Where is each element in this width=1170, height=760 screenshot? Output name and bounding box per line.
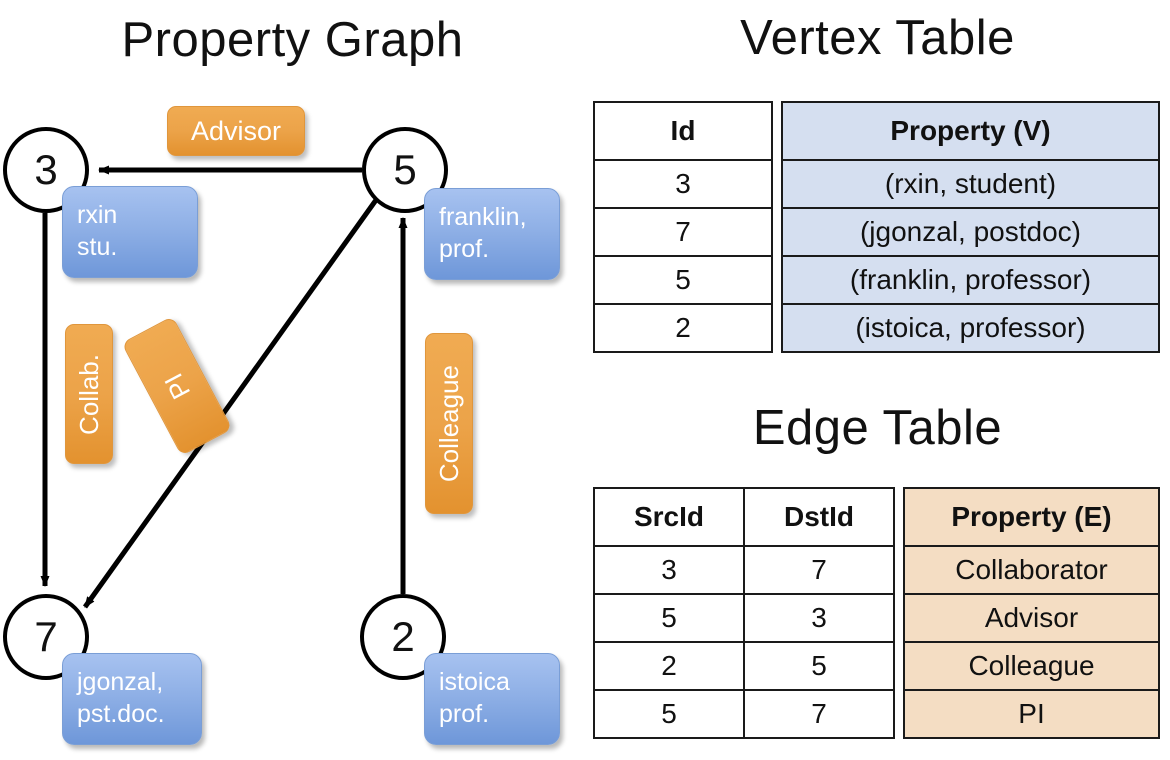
- node-7-property-line-1: jgonzal,: [77, 668, 164, 696]
- vertex-row-1-id: 7: [593, 207, 773, 257]
- edge-row-3-property: PI: [903, 689, 1160, 739]
- node-5-property-box: franklin, prof.: [424, 188, 560, 280]
- edge-label-advisor-text: Advisor: [190, 115, 282, 146]
- edge-row-1-dst: 3: [743, 593, 895, 643]
- vertex-row-3-property: (istoica, professor): [781, 303, 1160, 353]
- vertex-table: Id Property (V) 3 (rxin, student) 7 (jgo…: [593, 101, 1160, 353]
- vertex-table-column-gap: [772, 208, 782, 256]
- edge-label-colleague-text: Colleague: [433, 364, 464, 483]
- edge-table-header-srcid: SrcId: [593, 487, 745, 547]
- edge-table-column-gap: [894, 690, 904, 738]
- edge-table-header-row: SrcId DstId Property (E): [593, 487, 1160, 547]
- edge-table-column-gap: [894, 594, 904, 642]
- table-row: 7 (jgonzal, postdoc): [593, 207, 1160, 257]
- node-5-property-line-2: prof.: [439, 235, 490, 263]
- edge-table-column-gap: [894, 488, 904, 546]
- table-row: 5 (franklin, professor): [593, 255, 1160, 305]
- property-graph-title: Property Graph: [121, 13, 464, 67]
- edge-table-header-dstid: DstId: [743, 487, 895, 547]
- vertex-table-header-row: Id Property (V): [593, 101, 1160, 161]
- vertex-table-column-gap: [772, 304, 782, 352]
- graph-node-7-id: 7: [34, 613, 58, 660]
- vertex-row-0-id: 3: [593, 159, 773, 209]
- node-7-property-line-2: pst.doc.: [77, 700, 165, 728]
- node-3-property-box: rxin stu.: [62, 186, 198, 278]
- vertex-table-column-gap: [772, 102, 782, 160]
- vertex-table-header-id: Id: [593, 101, 773, 161]
- edge-table-header-property: Property (E): [903, 487, 1160, 547]
- edge-row-0-dst: 7: [743, 545, 895, 595]
- table-row: 5 3 Advisor: [593, 593, 1160, 643]
- edge-row-2-dst: 5: [743, 641, 895, 691]
- graph-node-5[interactable]: 5: [362, 127, 448, 213]
- edge-table: SrcId DstId Property (E) 3 7 Collaborato…: [593, 487, 1160, 739]
- vertex-table-header-property: Property (V): [781, 101, 1160, 161]
- edge-row-1-src: 5: [593, 593, 745, 643]
- edge-table-title: Edge Table: [752, 401, 1003, 455]
- vertex-table-column-gap: [772, 160, 782, 208]
- graph-node-2-id: 2: [391, 613, 415, 660]
- graph-node-2[interactable]: 2: [360, 594, 446, 680]
- edge-row-3-src: 5: [593, 689, 745, 739]
- table-row: 5 7 PI: [593, 689, 1160, 739]
- edge-5-to-7-pi: [82, 198, 379, 609]
- edge-row-3-dst: 7: [743, 689, 895, 739]
- table-row: 3 7 Collaborator: [593, 545, 1160, 595]
- edge-label-colleague: Colleague: [425, 333, 473, 514]
- node-5-property-line-1: franklin,: [439, 203, 527, 231]
- node-2-property-box: istoica prof.: [424, 653, 560, 745]
- edge-row-1-property: Advisor: [903, 593, 1160, 643]
- edge-row-0-property: Collaborator: [903, 545, 1160, 595]
- edge-label-collab: Collab.: [65, 324, 113, 464]
- edge-label-pi-text: PI: [157, 368, 196, 405]
- node-3-property-line-1: rxin: [77, 201, 118, 229]
- edge-table-column-gap: [894, 546, 904, 594]
- node-2-property-line-2: prof.: [439, 700, 490, 728]
- node-7-property-box: jgonzal, pst.doc.: [62, 653, 202, 745]
- edge-table-column-gap: [894, 642, 904, 690]
- vertex-row-0-property: (rxin, student): [781, 159, 1160, 209]
- edge-row-0-src: 3: [593, 545, 745, 595]
- edge-label-advisor: Advisor: [167, 106, 305, 156]
- node-3-property-line-2: stu.: [77, 233, 118, 261]
- property-graph-diagram: 3 5 7 2 rxin stu. franklin, prof. jgonza…: [3, 106, 560, 745]
- vertex-row-2-id: 5: [593, 255, 773, 305]
- vertex-row-2-property: (franklin, professor): [781, 255, 1160, 305]
- edge-label-collab-text: Collab.: [73, 353, 104, 435]
- graph-node-3-id: 3: [34, 146, 58, 193]
- graph-node-5-id: 5: [393, 146, 417, 193]
- vertex-table-title: Vertex Table: [740, 11, 1015, 65]
- table-row: 2 (istoica, professor): [593, 303, 1160, 353]
- vertex-row-1-property: (jgonzal, postdoc): [781, 207, 1160, 257]
- vertex-row-3-id: 2: [593, 303, 773, 353]
- table-row: 3 (rxin, student): [593, 159, 1160, 209]
- edge-row-2-property: Colleague: [903, 641, 1160, 691]
- graph-edge-lines: [40, 165, 408, 609]
- edge-row-2-src: 2: [593, 641, 745, 691]
- node-2-property-line-1: istoica: [439, 668, 510, 696]
- vertex-table-column-gap: [772, 256, 782, 304]
- table-row: 2 5 Colleague: [593, 641, 1160, 691]
